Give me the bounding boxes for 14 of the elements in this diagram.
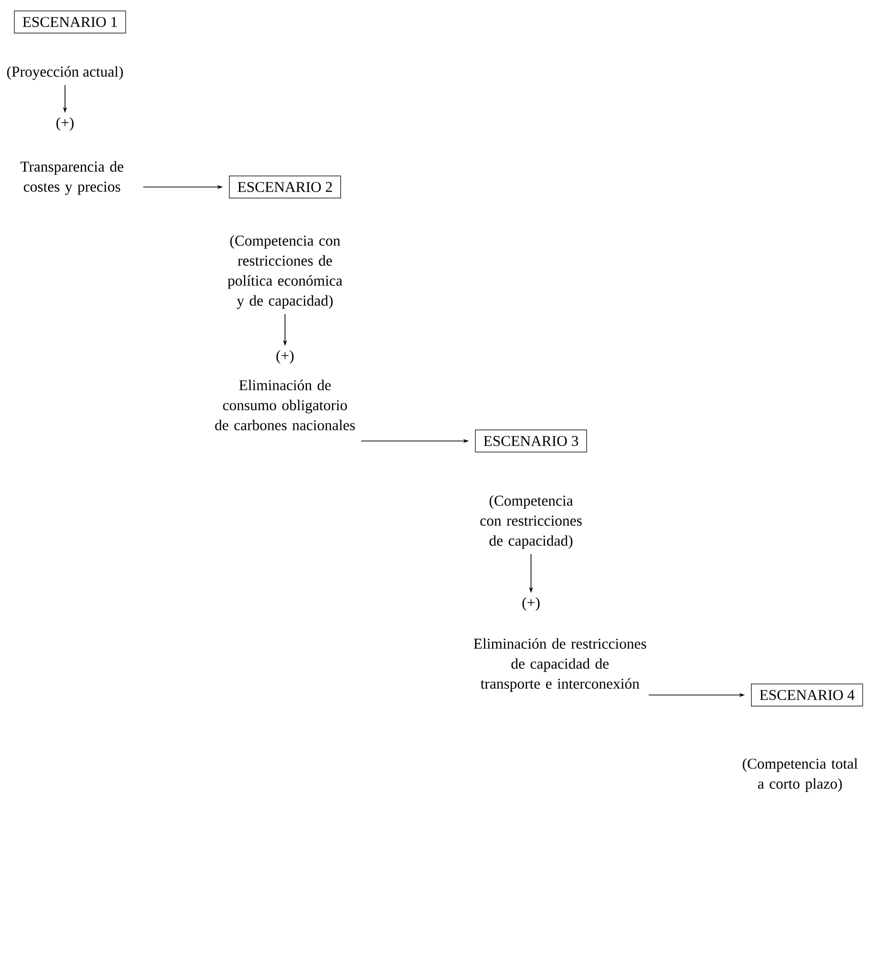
scenario-box: ESCENARIO 1 xyxy=(14,10,126,34)
text-label: Eliminación de restricciones de capacidad de transporte e interconexión xyxy=(474,638,646,692)
text-label: Eliminación de consumo obligatorio de carbones nacionales xyxy=(215,380,355,430)
scenario-box: ESCENARIO 4 xyxy=(751,684,864,706)
text-label: (Competencia total a corto plazo) xyxy=(742,758,858,792)
text-label: (+) xyxy=(522,597,540,611)
scenario-box: ESCENARIO 3 xyxy=(475,430,588,452)
text-label: (Competencia con restricciones de capacidad) xyxy=(480,495,582,549)
text-label: (Competencia con restricciones de política económica y de capacidad) xyxy=(228,235,342,309)
scenario-box: ESCENARIO 2 xyxy=(229,176,342,198)
text-label: (+) xyxy=(276,350,294,364)
text-label: (+) xyxy=(56,117,74,131)
text-label: Transparencia de costes y precios xyxy=(20,161,124,195)
text-label: (Proyección actual) xyxy=(7,66,123,80)
